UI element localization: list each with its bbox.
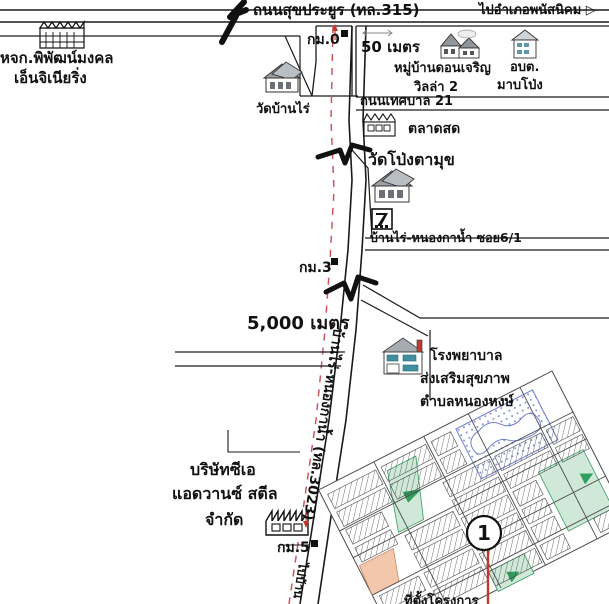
factory-building-icon — [38, 20, 85, 49]
market-icon — [363, 112, 396, 137]
km5-red-arrow — [303, 505, 309, 528]
fresh-market-label: ตลาดสด — [408, 121, 461, 137]
site-number-badge-label: 1 — [477, 521, 491, 545]
top-highway-label: ถนนสุขประยูร (ทล.315) — [253, 1, 420, 19]
temple-icon-wat-ban-rai — [262, 61, 303, 93]
government-office-icon — [510, 29, 540, 59]
obt-label-line2: มาบโป่ง — [497, 78, 543, 93]
temple-icon-wat-pong-tamuk — [370, 168, 415, 203]
steel-company-label-line2: แอดวานซ์ สตีล — [172, 484, 278, 503]
hospital-label-line1: โรงพยาบาล — [430, 348, 503, 364]
seven-eleven-icon — [371, 208, 393, 230]
hospital-label-line3: ตำบลหนองหงษ์ — [420, 394, 514, 410]
km-marker-squares — [311, 30, 348, 547]
branch-road-left — [284, 35, 358, 97]
km0-red-arrow — [332, 24, 338, 40]
wat-ban-rai-label: วัดบ้านไร่ — [256, 102, 310, 117]
hospital-icon — [381, 337, 425, 375]
lot-blocks — [327, 416, 609, 604]
distance-5000m-label: 5,000 เมตร — [247, 313, 350, 334]
hospital-label-line2: ส่งเสริมสุขภาพ — [420, 371, 510, 387]
fifty-meter-box — [355, 25, 609, 97]
km-3-label: กม.3 — [299, 260, 332, 276]
village-houses-icon — [440, 29, 481, 59]
fifty-meter-arrow — [362, 29, 393, 37]
wat-pong-tamuk-label: วัดโป่งตามุข — [368, 150, 455, 169]
engineering-company-label-line2: เอ็นจิเนียริ่ง — [14, 69, 87, 87]
village-label-line2: วิลล่า 2 — [414, 80, 459, 95]
km-5-label: กม.5 — [277, 540, 310, 556]
village-label-line1: หมู่บ้านดอนเจริญ — [394, 61, 491, 76]
engineering-company-label-line1: หจก.พิพัฒน์มงคล — [0, 49, 114, 67]
distance-50m-label: 50 เมตร — [361, 38, 420, 56]
road-break-symbols — [315, 142, 379, 302]
bottom-project-label: ที่ตั้งโครงการ — [404, 594, 479, 604]
km-0-label: กม.0 — [307, 32, 340, 48]
obt-label-line1: อบต. — [510, 60, 540, 75]
top-arrow-symbol — [219, 0, 249, 45]
soi-label: บ้านไร่-หนองกาน้ำ ซอย6/1 — [370, 230, 522, 245]
steel-company-label-line1: บริษัทซีเอ — [190, 460, 256, 479]
steel-company-label-line3: จำกัด — [205, 510, 244, 529]
top-direction-label: ไปอำเภอพนัสนิคม ▷ — [479, 3, 596, 18]
factory-icon-steel — [265, 508, 309, 536]
site-number-badge-circle — [465, 514, 503, 552]
railway-dashed-line — [288, 25, 335, 604]
top-highway-lines — [0, 9, 609, 23]
side-roads — [175, 149, 609, 400]
municipal-road-21-lines — [356, 96, 609, 111]
municipal-road-21-label: ถนนเทศบาล 21 — [360, 94, 454, 109]
lower-left-parcel — [227, 430, 310, 546]
